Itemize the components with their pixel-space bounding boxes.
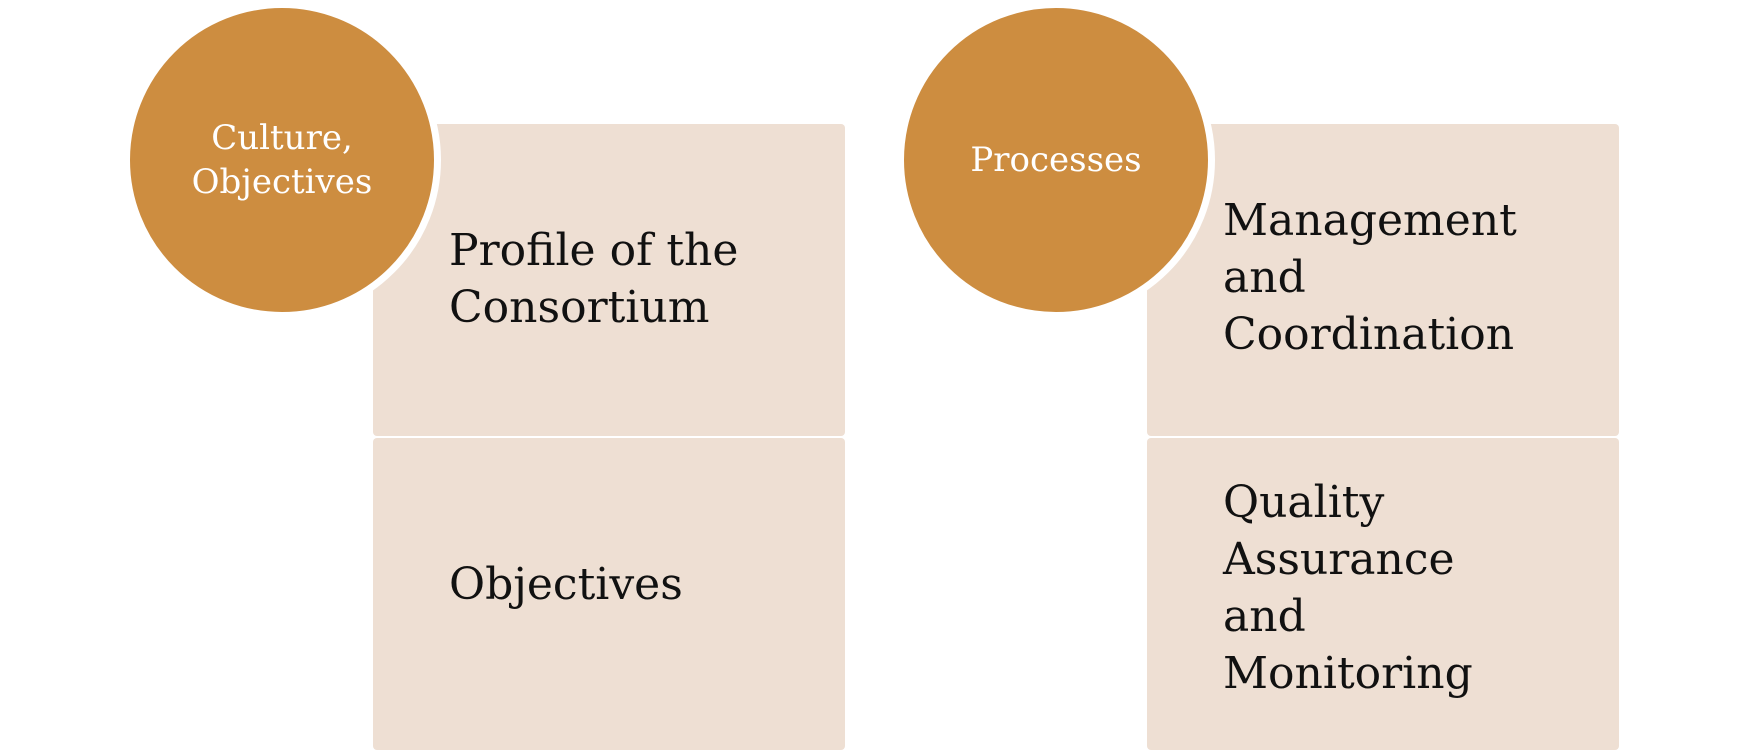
box-bottom-label: Objectives (449, 559, 683, 610)
box-top-label: Profile of the Consortium (449, 225, 739, 333)
box-top-label: Management and Coordination (1223, 195, 1517, 360)
box-bottom-label: Quality Assurance and Monitoring (1223, 477, 1473, 699)
category-circle-label: Processes (970, 140, 1142, 180)
group-culture-objectives: Profile of the Consortium Objectives Cul… (123, 0, 870, 750)
box-top: Management and Coordination (1147, 124, 1619, 436)
group-processes: Management and Coordination Quality Assu… (897, 0, 1644, 750)
category-circle: Processes (897, 1, 1215, 319)
category-circle: Culture, Objectives (123, 1, 441, 319)
category-circle-label: Culture, Objectives (191, 118, 373, 202)
box-bottom: Quality Assurance and Monitoring (1147, 438, 1619, 750)
box-bottom: Objectives (373, 438, 845, 750)
box-top: Profile of the Consortium (373, 124, 845, 436)
